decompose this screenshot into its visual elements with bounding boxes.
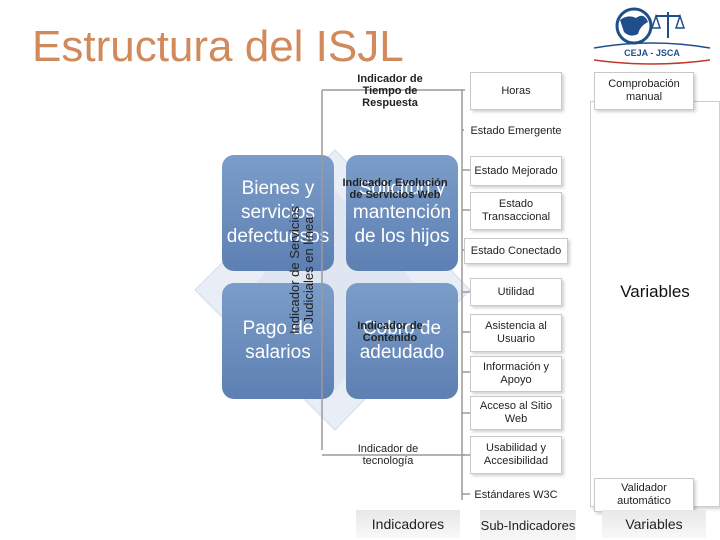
indicador-evolucion: Indicador Evolución de Servicios Web — [342, 177, 448, 201]
card-cobro-text: Cobro de adeudado — [359, 318, 445, 363]
card-bienes-text: Bienes y servicios defectuosos — [226, 178, 330, 247]
card-bienes: Bienes y servicios defectuosos — [222, 155, 334, 271]
ceja-jsca-logo: CEJA - JSCA — [588, 4, 716, 66]
logo-text: CEJA - JSCA — [624, 48, 680, 58]
sub-estado-transaccional: Estado Transaccional — [470, 192, 562, 230]
footer-sub-indicadores: Sub-Indicadores — [480, 510, 576, 540]
sub-horas: Horas — [470, 72, 562, 110]
sub-usabilidad: Usabilidad y Accesibilidad — [470, 436, 562, 474]
footer-variables: Variables — [602, 510, 706, 538]
card-solicitud-text: Solicitud y mantención de los hijos — [352, 178, 452, 247]
sub-acceso: Acceso al Sitio Web — [470, 396, 562, 430]
footer-indicadores: Indicadores — [356, 510, 460, 538]
page-title: Estructura del ISJL — [32, 22, 404, 71]
indicador-contenido: Indicador de Contenido — [357, 320, 423, 344]
indicador-servicios-vertical: Indicador de Servicios Judiciales en lín… — [278, 185, 326, 355]
var-comprobacion: Comprobación manual — [594, 72, 694, 110]
card-cobro: Cobro de adeudado — [346, 283, 458, 399]
card-pago: Pago de salarios — [222, 283, 334, 399]
var-validador: Validador automático — [594, 478, 694, 512]
globe-scales-icon — [593, 7, 711, 65]
sub-utilidad: Utilidad — [470, 278, 562, 306]
indicador-servicios-vertical-text: Indicador de Servicios Judiciales en lín… — [287, 206, 316, 334]
card-solicitud: Solicitud y mantención de los hijos — [346, 155, 458, 271]
sub-estado-mejorado: Estado Mejorado — [470, 156, 562, 186]
indicador-tiempo-respuesta: Indicador de Tiempo de Respuesta — [357, 73, 423, 109]
sub-informacion: Información y Apoyo — [470, 356, 562, 392]
card-pago-text: Pago de salarios — [242, 318, 314, 363]
variables-column — [590, 101, 720, 507]
indicador-tecnologia: Indicador de tecnología — [357, 443, 419, 467]
sub-estandares: Estándares W3C — [470, 482, 562, 508]
variables-label: Variables — [620, 282, 690, 301]
sub-estado-emergente: Estado Emergente — [464, 120, 568, 142]
sub-asistencia: Asistencia al Usuario — [470, 314, 562, 352]
sub-estado-conectado: Estado Conectado — [464, 238, 568, 264]
